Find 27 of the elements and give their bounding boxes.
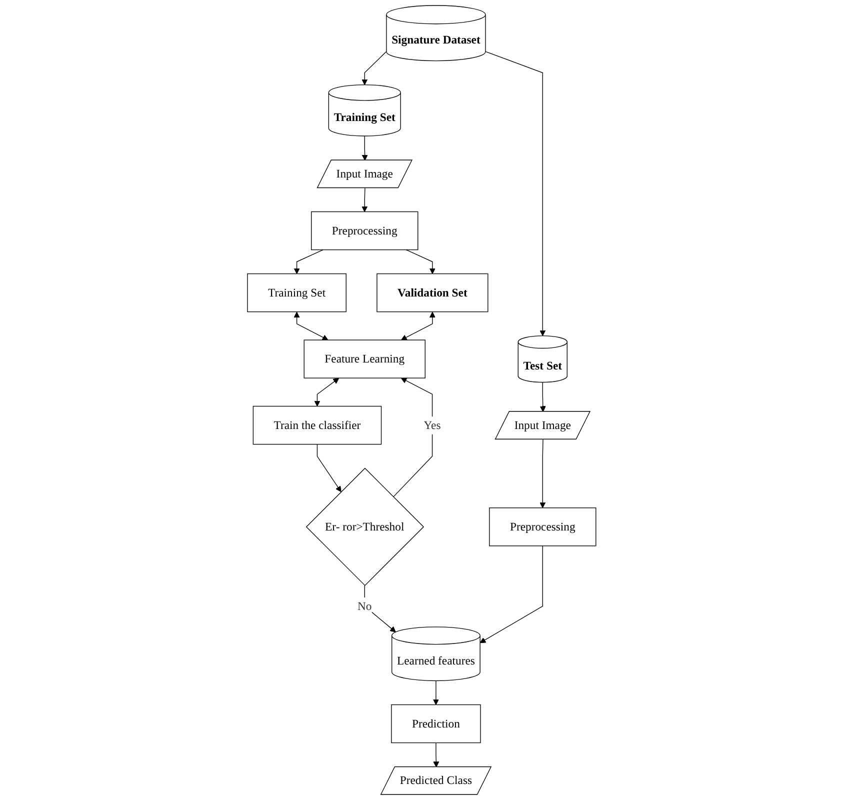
arrow: [362, 136, 368, 161]
arrow: [433, 742, 440, 768]
arrow: [314, 378, 340, 407]
node-box: Preprocessing: [489, 508, 597, 546]
node-diamond: Er- ror>Threshol: [306, 468, 424, 586]
arrow: [540, 439, 546, 508]
arrow: [540, 382, 546, 412]
arrow: [406, 249, 436, 274]
arrow: [480, 546, 544, 644]
arrow: [485, 51, 546, 336]
node-box: Train the classifier: [253, 406, 382, 445]
arrow: [294, 249, 324, 274]
arrow: [294, 312, 329, 340]
node-box: Training Set: [247, 273, 347, 312]
arrow: [362, 51, 388, 86]
edge-label: No: [358, 599, 372, 613]
arrow: [317, 444, 342, 492]
arrow: [362, 188, 368, 212]
arrow: [393, 378, 433, 498]
edge-label: Yes: [424, 418, 442, 432]
arrow: [364, 585, 396, 632]
arrow: [433, 680, 440, 705]
node-box: Validation Set: [376, 273, 489, 312]
arrow: [401, 312, 436, 340]
node-box: Prediction: [391, 704, 482, 744]
node-box: Preprocessing: [311, 211, 419, 250]
node-box: Feature Learning: [304, 340, 426, 378]
